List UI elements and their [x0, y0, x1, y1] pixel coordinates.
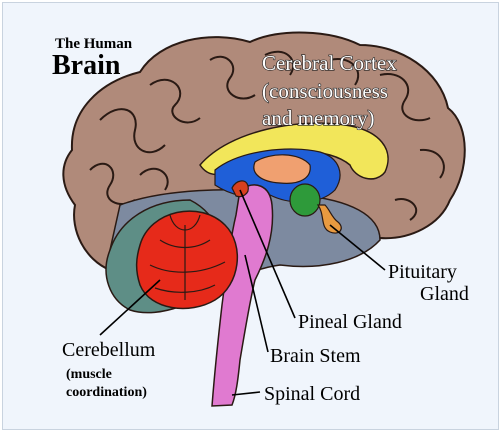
cortex-label-line3: and memory)	[262, 106, 375, 130]
pituitary-label-line2: Gland	[420, 283, 469, 305]
cerebellum-label: Cerebellum	[62, 339, 156, 361]
cerebellum-note-line2: coordination)	[66, 385, 147, 400]
title-line2: Brain	[52, 50, 121, 81]
cortex-label-line1: Cerebral Cortex	[262, 51, 397, 75]
cerebellum-note-line1: (muscle	[66, 367, 112, 382]
pineal-label: Pineal Gland	[298, 311, 402, 333]
pituitary-label-line1: Pituitary	[388, 261, 457, 283]
green-body	[290, 184, 320, 216]
spinal-cord-label: Spinal Cord	[264, 383, 360, 405]
brain-stem-label: Brain Stem	[270, 345, 361, 367]
cerebellum-shape	[137, 211, 238, 308]
thalamus	[254, 155, 310, 183]
cortex-label-line2: (consciousness	[262, 79, 388, 103]
